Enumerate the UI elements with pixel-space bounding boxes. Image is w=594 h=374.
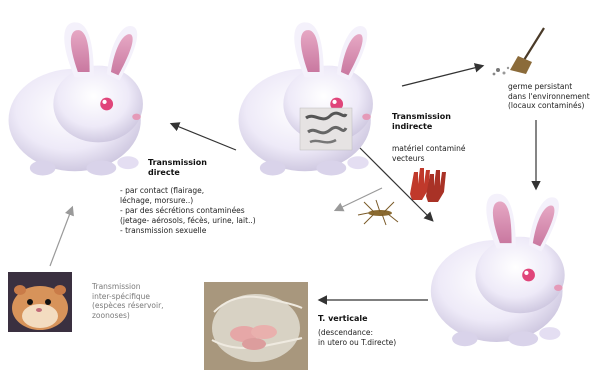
verticale-heading: T. verticale <box>318 314 368 324</box>
direct-item-sexuelle: - transmission sexuelle <box>120 226 206 236</box>
indirect-heading: Transmission indirecte <box>392 112 451 132</box>
inter-specifique-label: Transmission inter-spécifique (espèces r… <box>92 282 164 320</box>
arrow-direct <box>172 124 236 150</box>
direct-heading: Transmission directe <box>148 158 207 178</box>
verticale-label: (descendance: in utero ou T.directe) <box>318 328 396 347</box>
direct-item-contact: - par contact (flairage, léchage, morsur… <box>120 186 204 205</box>
arrow-vector-grey <box>336 188 382 210</box>
arrow-inter-specifique <box>50 208 72 266</box>
germe-label: germe persistant dans l'environnement (l… <box>508 82 590 111</box>
direct-item-secretions: - par des sécrétions contaminées (jetage… <box>120 206 256 225</box>
vector-label: matériel contaminé vecteurs <box>392 144 465 163</box>
arrow-to-environment <box>402 66 482 86</box>
